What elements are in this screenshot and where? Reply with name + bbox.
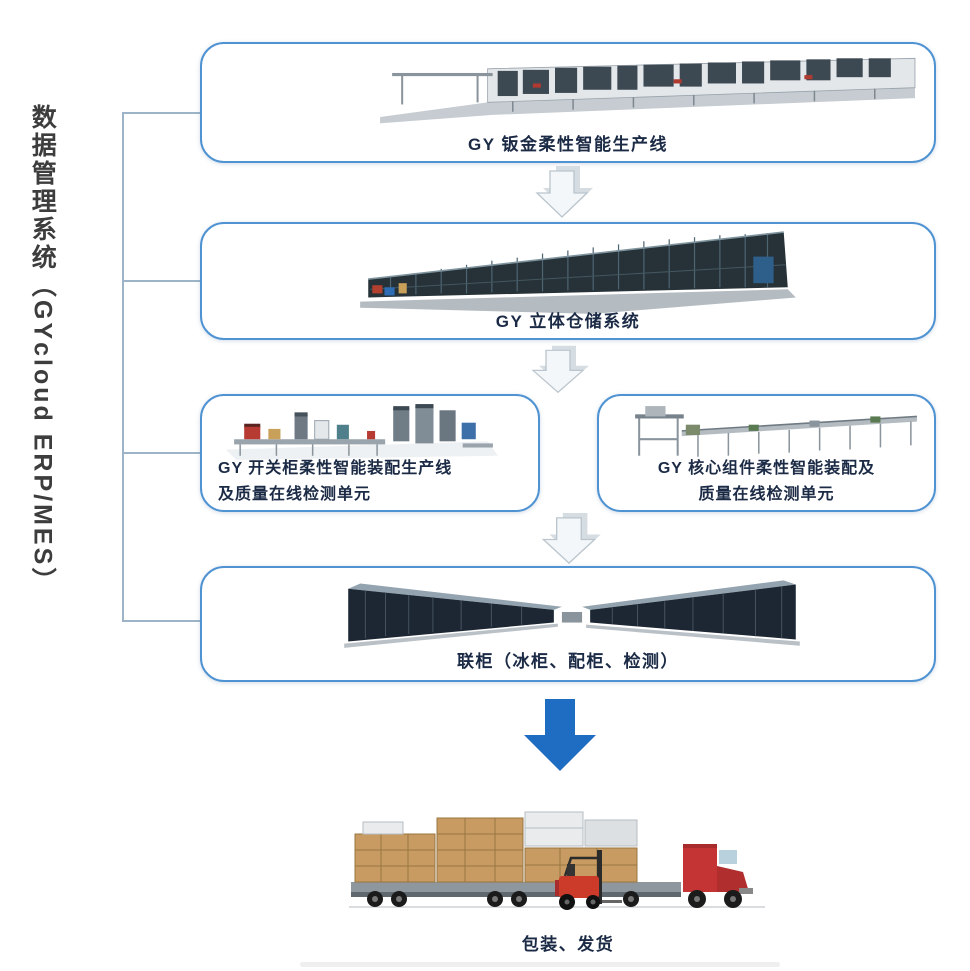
box-sheet-metal-line: GY 钣金柔性智能生产线 (200, 42, 936, 163)
connector-stub-box1 (122, 112, 200, 114)
flow-arrow-3-down-icon (528, 510, 612, 566)
connector-vertical-line (122, 112, 124, 622)
flow-arrow-2-down-icon (518, 343, 600, 395)
cabinets-photo (320, 574, 824, 650)
shipping-caption: 包装、发货 (521, 935, 615, 954)
core-components-line-photo (627, 404, 921, 464)
core-components-caption-line1: GY 核心组件柔性智能装配及 (657, 460, 876, 477)
switchgear-caption-line2: 及质量在线检测单元 (218, 486, 372, 503)
sheet-metal-line-caption: GY 钣金柔性智能生产线 (468, 135, 668, 154)
cardboard-boxes (354, 811, 638, 883)
data-management-system-label: 数据管理系统（GYcloud ERP/MES） (28, 104, 57, 596)
flow-arrow-final-down-icon (520, 697, 600, 773)
switchgear-assembly-photo (216, 402, 508, 462)
shipping-truck-photo (345, 788, 770, 926)
box-switchgear-assembly: GY 开关柜柔性智能装配生产线 及质量在线检测单元 (200, 394, 540, 512)
warehouse-caption: GY 立体仓储系统 (495, 312, 641, 331)
forklift (555, 850, 622, 910)
scan-artifact-line (300, 962, 780, 967)
connector-stub-box5 (122, 620, 200, 622)
core-components-caption-line2: 质量在线检测单元 (698, 486, 835, 503)
switchgear-caption-line1: GY 开关柜柔性智能装配生产线 (218, 460, 453, 477)
truck-cab (683, 844, 753, 894)
box-core-components-assembly: GY 核心组件柔性智能装配及 质量在线检测单元 (597, 394, 936, 512)
connector-stub-box2 (122, 280, 200, 282)
connector-stub-box3 (122, 452, 200, 454)
warehouse-photo (350, 228, 806, 322)
box-combined-cabinets: 联柜（冰柜、配柜、检测） (200, 566, 936, 682)
flow-arrow-1-down-icon (522, 163, 604, 220)
cabinets-caption: 联柜（冰柜、配柜、检测） (457, 652, 679, 671)
sheet-metal-line-photo (372, 52, 920, 138)
box-warehouse-system: GY 立体仓储系统 (200, 222, 936, 340)
